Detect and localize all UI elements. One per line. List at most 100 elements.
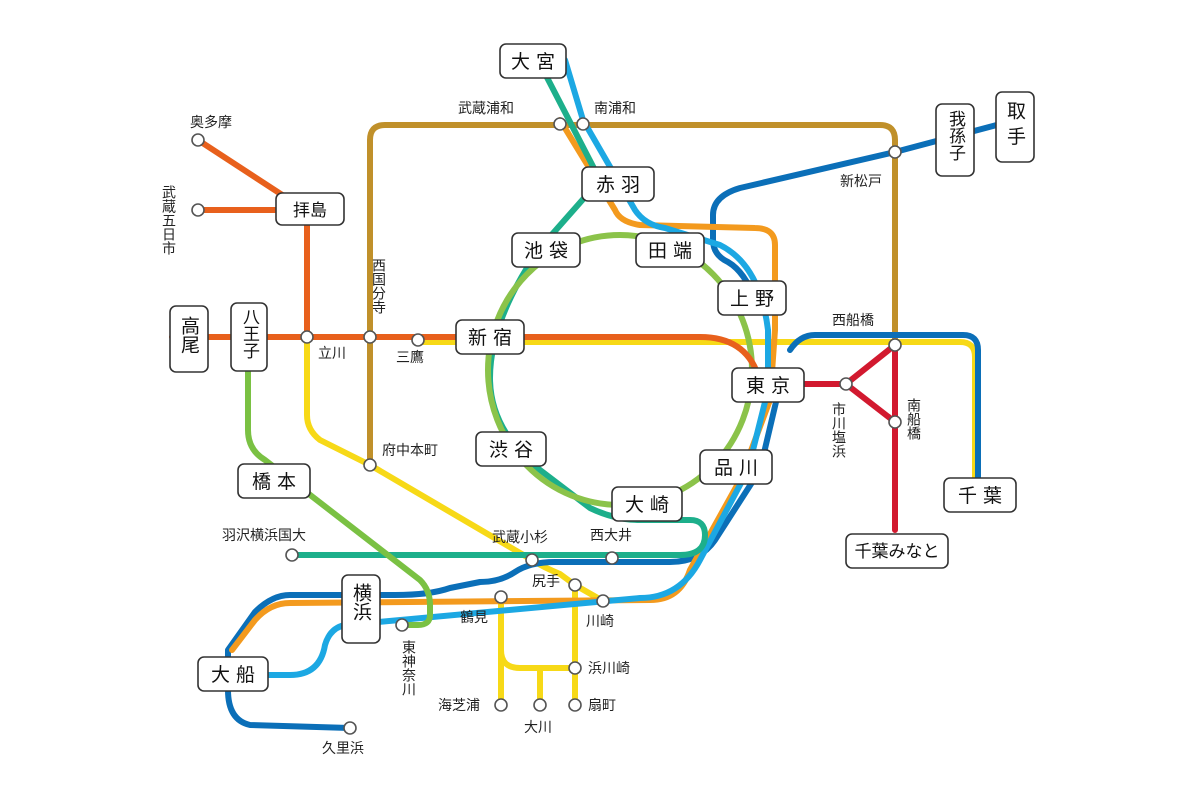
station-tsurumi[interactable] (494, 590, 508, 604)
svg-text:橋 本: 橋 本 (252, 471, 296, 493)
label-nishi-funabashi: 西船橋 (832, 313, 874, 329)
station-shiriteshi[interactable] (568, 578, 582, 592)
station-ogimachi[interactable] (568, 698, 582, 712)
station-nishi-funabashi[interactable] (888, 338, 902, 352)
hub-hashimoto[interactable]: 橋 本 (237, 463, 311, 499)
hub-osaki[interactable]: 大 崎 (611, 486, 683, 522)
station-hama-kawasaki[interactable] (568, 661, 582, 675)
nambu-line (304, 334, 606, 604)
label-nishi-oi: 西大井 (590, 528, 632, 544)
svg-text:大 船: 大 船 (211, 664, 255, 686)
svg-text:新 宿: 新 宿 (468, 327, 512, 349)
station-nishi-oi[interactable] (605, 551, 619, 565)
hub-akabane[interactable]: 赤 羽 (581, 166, 655, 202)
svg-text:拝島: 拝島 (293, 201, 327, 221)
svg-text:横浜: 横浜 (350, 583, 372, 621)
label-higashi-kanagawa: 東神奈川 (400, 640, 416, 696)
svg-text:高尾: 高尾 (178, 316, 200, 354)
okutama-line (195, 137, 293, 203)
station-musashi-urawa[interactable] (553, 117, 567, 131)
svg-text:我孫子: 我孫子 (945, 110, 966, 161)
station-musashi-kosugi[interactable] (525, 553, 539, 567)
label-musashi-kosugi: 武蔵小杉 (492, 530, 548, 546)
label-minami-urawa: 南浦和 (594, 101, 636, 117)
station-nishikokubunji[interactable] (363, 330, 377, 344)
label-musashi-urawa: 武蔵浦和 (458, 101, 514, 117)
label-mitaka: 三鷹 (396, 350, 424, 366)
station-okutama[interactable] (191, 133, 205, 147)
label-hama-kawasaki: 浜川崎 (588, 661, 630, 677)
sobu-rapid-east (787, 332, 981, 483)
svg-text:取 手: 取 手 (1004, 101, 1026, 145)
svg-text:田 端: 田 端 (648, 240, 692, 262)
station-kurihama[interactable] (343, 721, 357, 735)
label-nishikokubunji: 西国分寺 (370, 258, 386, 314)
hub-toride[interactable]: 取 手 (995, 91, 1035, 163)
svg-text:八王子: 八王子 (239, 308, 260, 359)
svg-text:赤 羽: 赤 羽 (596, 174, 640, 196)
label-shin-matsudo: 新松戸 (840, 174, 882, 190)
hub-chiba-minato[interactable]: 千葉みなと (845, 533, 949, 569)
hub-ueno[interactable]: 上 野 (717, 280, 787, 316)
saikyo-line (289, 57, 708, 558)
label-kurihama: 久里浜 (322, 741, 364, 757)
station-hazawa-yokohama-kokudai[interactable] (285, 548, 299, 562)
label-umi-shibaura: 海芝浦 (438, 698, 480, 714)
station-higashi-kanagawa[interactable] (395, 618, 409, 632)
station-tachikawa[interactable] (300, 330, 314, 344)
station-ichikawa-shiohama[interactable] (839, 377, 853, 391)
hachiko-yokohama-line (245, 362, 433, 628)
keiyo-line (795, 342, 898, 533)
svg-text:上 野: 上 野 (730, 288, 774, 310)
svg-text:東 京: 東 京 (746, 375, 790, 397)
hub-chiba[interactable]: 千 葉 (943, 477, 1017, 513)
station-umi-shibaura[interactable] (494, 698, 508, 712)
svg-text:千 葉: 千 葉 (958, 485, 1002, 507)
label-fuchuhonmachi: 府中本町 (382, 443, 438, 459)
musashino-line (367, 122, 898, 468)
label-okutama: 奥多摩 (190, 114, 232, 131)
station-minami-urawa[interactable] (576, 117, 590, 131)
station-shin-matsudo[interactable] (888, 145, 902, 159)
hub-tabata[interactable]: 田 端 (635, 232, 705, 268)
svg-text:渋 谷: 渋 谷 (489, 439, 533, 461)
label-tachikawa: 立川 (318, 346, 346, 362)
label-kawasaki: 川崎 (586, 614, 614, 630)
keiyo-branch (843, 381, 898, 425)
hub-shinjuku[interactable]: 新 宿 (455, 319, 525, 355)
label-minami-funabashi: 南船橋 (905, 398, 921, 440)
hub-shinagawa[interactable]: 品 川 (699, 449, 773, 485)
label-musashi-itsukaichi: 武蔵五日市 (160, 185, 176, 255)
chuo-rapid-line (169, 334, 761, 378)
hub-tokyo[interactable]: 東 京 (731, 367, 805, 403)
label-tsurumi: 鶴見 (460, 609, 488, 626)
station-musashi-itsukaichi[interactable] (191, 203, 205, 217)
hub-haijima[interactable]: 拝島 (275, 192, 345, 226)
keihin-tohoku-line (247, 57, 771, 678)
hub-ofuna[interactable]: 大 船 (197, 656, 269, 692)
station-okawa[interactable] (533, 698, 547, 712)
label-shiriteshi: 尻手 (532, 574, 560, 590)
label-ichikawa-shiohama: 市川塩浜 (830, 401, 846, 458)
hub-shibuya[interactable]: 渋 谷 (475, 431, 547, 467)
hub-ikebukuro[interactable]: 池 袋 (511, 232, 581, 268)
hub-takao[interactable]: 高尾 (169, 305, 209, 373)
label-hazawa-yokohama-kokudai: 羽沢横浜国大 (222, 528, 306, 544)
sobu-rapid-line (710, 119, 1011, 303)
hub-yokohama[interactable]: 横浜 (341, 574, 381, 644)
hub-omiya[interactable]: 大 宮 (499, 43, 567, 79)
station-kawasaki[interactable] (596, 594, 610, 608)
svg-text:品 川: 品 川 (714, 457, 758, 479)
station-mitaka[interactable] (411, 333, 425, 347)
label-ogimachi: 扇町 (588, 698, 616, 714)
hub-hachioji[interactable]: 八王子 (230, 302, 268, 372)
hub-abiko[interactable]: 我孫子 (935, 103, 975, 177)
station-minami-funabashi[interactable] (888, 415, 902, 429)
svg-text:大 崎: 大 崎 (625, 494, 669, 516)
station-fuchuhonmachi[interactable] (363, 458, 377, 472)
svg-text:大 宮: 大 宮 (511, 51, 555, 73)
label-okawa: 大川 (524, 720, 552, 736)
svg-text:池 袋: 池 袋 (524, 240, 568, 262)
svg-text:千葉みなと: 千葉みなと (855, 542, 940, 562)
